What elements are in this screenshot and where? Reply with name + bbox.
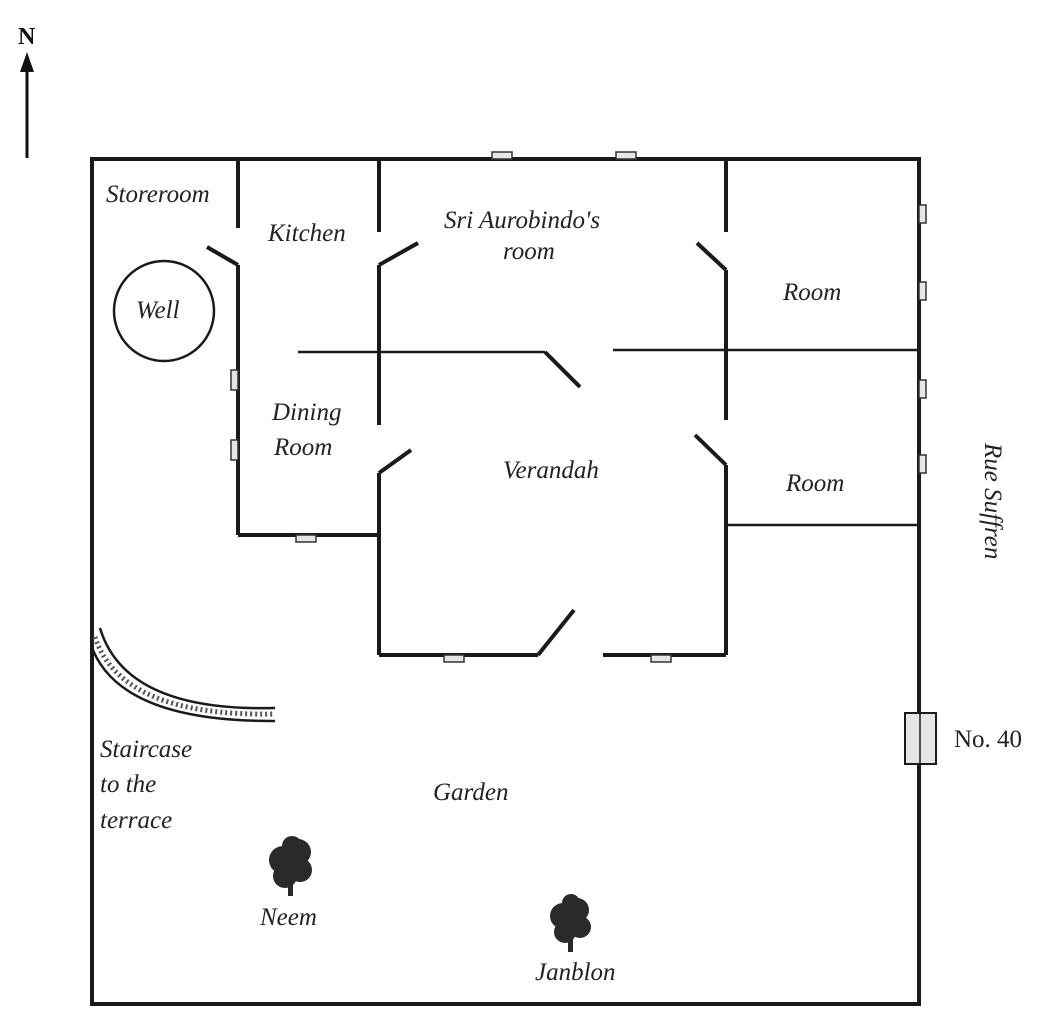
aurobindo-room-west-door bbox=[378, 241, 419, 267]
staircase-label-line3: terrace bbox=[100, 807, 172, 834]
well-label: Well bbox=[136, 297, 180, 324]
lower-room-label: Room bbox=[785, 470, 844, 497]
staircase-label-line1: Staircase bbox=[100, 736, 192, 763]
north-arrow-head bbox=[20, 52, 34, 72]
staircase-label-line2: to the bbox=[100, 771, 156, 798]
window-east-4 bbox=[918, 454, 927, 474]
staircase bbox=[89, 627, 276, 723]
dining-room-label-line2: Room bbox=[273, 434, 332, 461]
window-east-2 bbox=[918, 281, 927, 301]
garden-label: Garden bbox=[433, 779, 508, 806]
aurobindo-room-south-door bbox=[543, 350, 582, 389]
window-east-1 bbox=[918, 204, 927, 224]
window-verandah-south-1 bbox=[443, 654, 465, 663]
kitchen-label: Kitchen bbox=[267, 220, 346, 247]
aurobindo-room-east-door bbox=[695, 241, 728, 272]
window-north-2 bbox=[615, 151, 637, 160]
window-kitchen-west-2 bbox=[230, 439, 239, 461]
dining-room-label-line1: Dining bbox=[271, 399, 341, 426]
kitchen-door bbox=[205, 245, 240, 267]
window-north-1 bbox=[491, 151, 513, 160]
verandah-south-door bbox=[536, 608, 576, 657]
aurobindo-room-label-line2: room bbox=[503, 238, 555, 265]
neem-label: Neem bbox=[259, 904, 317, 931]
well-circle bbox=[112, 259, 216, 363]
window-kitchen-west-1 bbox=[230, 369, 239, 391]
janblon-label: Janblon bbox=[535, 959, 616, 986]
street-label: Rue Suffren bbox=[979, 442, 1006, 559]
upper-room-label: Room bbox=[782, 279, 841, 306]
aurobindo-room-label-line1: Sri Aurobindo's bbox=[444, 207, 600, 234]
verandah-label: Verandah bbox=[503, 457, 599, 484]
entrance-label: No. 40 bbox=[954, 726, 1022, 753]
neem-tree-icon bbox=[269, 836, 312, 896]
janblon-tree-icon bbox=[550, 894, 591, 952]
north-label: N bbox=[18, 24, 36, 50]
north-arrow: N bbox=[18, 24, 36, 158]
verandah-west-door bbox=[377, 448, 413, 475]
window-dining-south bbox=[295, 534, 317, 543]
window-east-3 bbox=[918, 379, 927, 399]
window-verandah-south-2 bbox=[650, 654, 672, 663]
storeroom-label: Storeroom bbox=[106, 181, 210, 208]
verandah-east-door bbox=[693, 433, 728, 467]
